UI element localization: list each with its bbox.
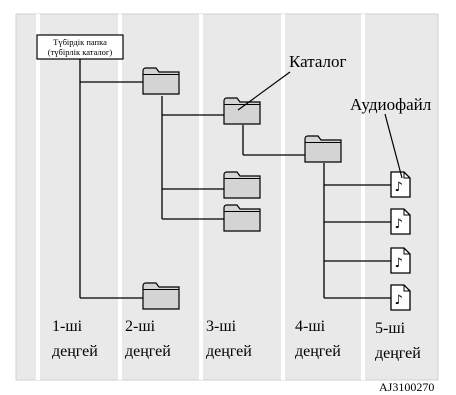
level-5-word: деңгей <box>375 345 421 362</box>
level-4-number: 4-ші <box>295 318 326 335</box>
catalog-callout: Каталог <box>237 52 347 111</box>
tree-connectors <box>79 59 391 299</box>
music-note-file-icon <box>390 171 411 198</box>
folder-icon <box>142 67 180 95</box>
audio-file-label: Аудиофайл <box>350 95 432 114</box>
folder-icon <box>223 97 261 125</box>
level-1-number: 1-ші <box>52 318 83 335</box>
level-labels: 1-ші деңгей 2-ші деңгей 3-ші деңгей 4-ші… <box>52 318 421 362</box>
level-1-word: деңгей <box>52 343 98 360</box>
level-3-number: 3-ші <box>206 318 237 335</box>
catalog-label: Каталог <box>289 52 347 71</box>
folder-icon <box>142 282 180 310</box>
level-3-word: деңгей <box>206 343 252 360</box>
root-folder-box: Түбірдік папка (түбірлік каталог) <box>36 34 124 60</box>
music-note-file-icon <box>390 284 411 311</box>
music-note-file-icon <box>390 208 411 235</box>
level-5-number: 5-ші <box>375 320 406 337</box>
music-note-file-icon <box>390 247 411 274</box>
root-folder-subtitle: (түбірлік каталог) <box>48 47 113 57</box>
level-4-word: деңгей <box>295 343 341 360</box>
column-dividers <box>36 14 365 380</box>
figure-code: AJ3100270 <box>379 380 434 394</box>
audio-file-callout: Аудиофайл <box>350 95 432 179</box>
folder-icon <box>223 204 261 232</box>
level-2-word: деңгей <box>125 343 171 360</box>
root-folder-title: Түбірдік папка <box>53 37 107 47</box>
folder-icon <box>304 135 342 163</box>
level-2-number: 2-ші <box>125 318 156 335</box>
folder-icon <box>223 171 261 199</box>
